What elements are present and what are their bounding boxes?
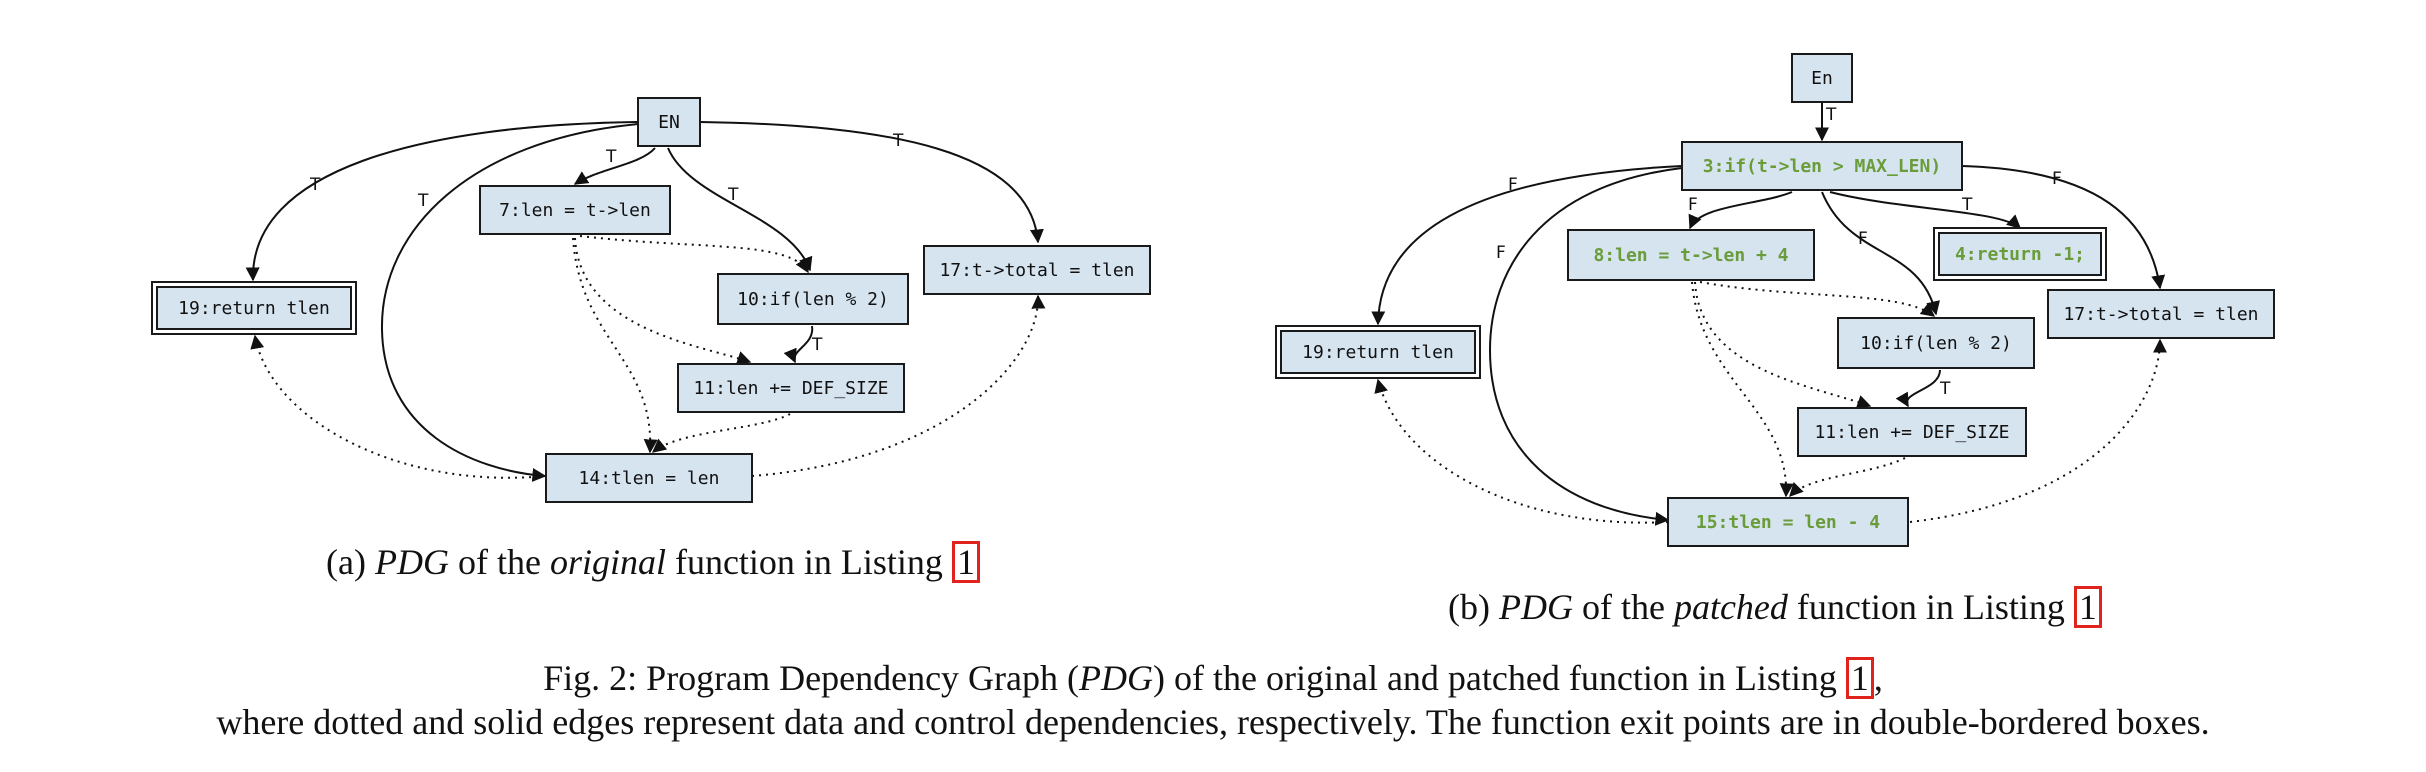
- node-14: 14:tlen = len: [545, 453, 753, 503]
- node-7: 7:len = t->len: [479, 185, 671, 235]
- node-4-exit: 4:return -1;: [1933, 227, 2107, 281]
- node-15: 15:tlen = len - 4: [1667, 497, 1909, 547]
- edge-en-10: [667, 147, 813, 272]
- edge-label: F: [1496, 243, 1506, 263]
- data-edge-11-14: [651, 413, 791, 453]
- edge-label: T: [727, 185, 739, 205]
- svg-text:7:len = t->len: 7:len = t->len: [499, 200, 651, 221]
- svg-text:11:len += DEF_SIZE: 11:len += DEF_SIZE: [1814, 422, 2009, 443]
- node-17: 17:t->total = tlen: [2047, 289, 2275, 339]
- listing-ref-link[interactable]: 1: [2073, 586, 2102, 628]
- edge-3-17: [1961, 165, 2166, 290]
- pdg-patched-graph: T F F F T F F T En 3:if(t->len > MAX_LEN…: [1275, 53, 2275, 547]
- data-edge-7-10: [579, 235, 809, 274]
- node-17: 17:t->total = tlen: [923, 245, 1151, 295]
- edge-label: T: [1825, 105, 1837, 125]
- svg-text:17:t->total = tlen: 17:t->total = tlen: [2063, 304, 2258, 325]
- node-11: 11:len += DEF_SIZE: [1797, 407, 2027, 457]
- edge-10-11: [1895, 369, 1941, 408]
- svg-text:8:len = t->len + 4: 8:len = t->len + 4: [1593, 245, 1788, 266]
- edge-label: T: [605, 147, 617, 167]
- node-19-exit: 19:return tlen: [1275, 325, 1481, 379]
- svg-text:10:if(len % 2): 10:if(len % 2): [1860, 333, 2012, 354]
- node-8: 8:len = t->len + 4: [1567, 229, 1815, 281]
- svg-text:14:tlen = len: 14:tlen = len: [579, 468, 720, 489]
- svg-text:4:return -1;: 4:return -1;: [1955, 244, 2085, 265]
- data-edge-14-19: [250, 334, 546, 479]
- edge-3-15: [1488, 167, 1683, 526]
- svg-text:15:tlen = len - 4: 15:tlen = len - 4: [1696, 512, 1880, 533]
- figure-caption-line1: Fig. 2: Program Dependency Graph (PDG) o…: [543, 657, 1883, 699]
- node-11: 11:len += DEF_SIZE: [677, 363, 905, 413]
- data-edge-15-17: [1909, 338, 2167, 523]
- svg-text:19:return tlen: 19:return tlen: [178, 298, 330, 319]
- node-en: EN: [637, 97, 701, 147]
- data-edge-8-15: [1691, 281, 1794, 498]
- subcaption-b: (b) PDG of the patched function in Listi…: [1448, 585, 2102, 629]
- figure-caption: Fig. 2: Program Dependency Graph (PDG) o…: [0, 656, 2426, 744]
- edge-3-19: [1371, 165, 1683, 326]
- subcaption-a: (a) PDG of the original function in List…: [326, 540, 980, 584]
- edge-3-10: [1821, 191, 1940, 316]
- svg-text:En: En: [1811, 68, 1833, 89]
- edge-label: T: [1961, 195, 1973, 215]
- edge-en-14: [380, 123, 639, 482]
- edge-10-11: [783, 325, 814, 364]
- data-edge-14-17: [751, 294, 1046, 477]
- listing-ref-link[interactable]: 1: [951, 541, 980, 583]
- edge-label: T: [1939, 379, 1951, 399]
- edge-3-8: [1688, 191, 1793, 230]
- data-edge-15-19: [1374, 378, 1669, 524]
- data-edge-8-10: [1699, 281, 1936, 317]
- edge-en-7: [573, 147, 656, 185]
- edge-label: F: [1508, 175, 1518, 195]
- edge-label: F: [1688, 195, 1698, 215]
- edge-label: T: [892, 131, 904, 151]
- node-10: 10:if(len % 2): [717, 273, 909, 325]
- node-en: En: [1791, 53, 1853, 103]
- edge-en-19: [245, 121, 639, 282]
- svg-text:EN: EN: [658, 112, 680, 133]
- svg-text:10:if(len % 2): 10:if(len % 2): [737, 289, 889, 310]
- edge-label: F: [2052, 169, 2062, 189]
- pdg-original-graph: T T T T T T EN 7:len = t->len 10:if(len …: [151, 97, 1151, 503]
- data-edge-7-14: [572, 237, 658, 454]
- svg-text:17:t->total = tlen: 17:t->total = tlen: [939, 260, 1134, 281]
- edge-label: F: [1858, 229, 1868, 249]
- node-19-exit: 19:return tlen: [151, 281, 357, 335]
- svg-text:11:len += DEF_SIZE: 11:len += DEF_SIZE: [693, 378, 888, 399]
- listing-ref-link[interactable]: 1: [1845, 657, 1874, 699]
- node-10: 10:if(len % 2): [1837, 317, 2035, 369]
- svg-text:3:if(t->len > MAX_LEN): 3:if(t->len > MAX_LEN): [1703, 156, 1941, 177]
- data-edge-8-11: [1694, 281, 1872, 409]
- data-edge-7-11: [574, 237, 752, 365]
- edge-3-4: [1829, 191, 2022, 229]
- svg-text:19:return tlen: 19:return tlen: [1302, 342, 1454, 363]
- edge-label: T: [811, 335, 823, 355]
- edge-en-17: [699, 121, 1044, 244]
- figure-caption-line2: where dotted and solid edges represent d…: [216, 702, 2210, 742]
- data-edge-11-15: [1789, 457, 1906, 498]
- node-3: 3:if(t->len > MAX_LEN): [1681, 141, 1963, 191]
- edge-label: T: [417, 191, 429, 211]
- edge-label: T: [309, 175, 321, 195]
